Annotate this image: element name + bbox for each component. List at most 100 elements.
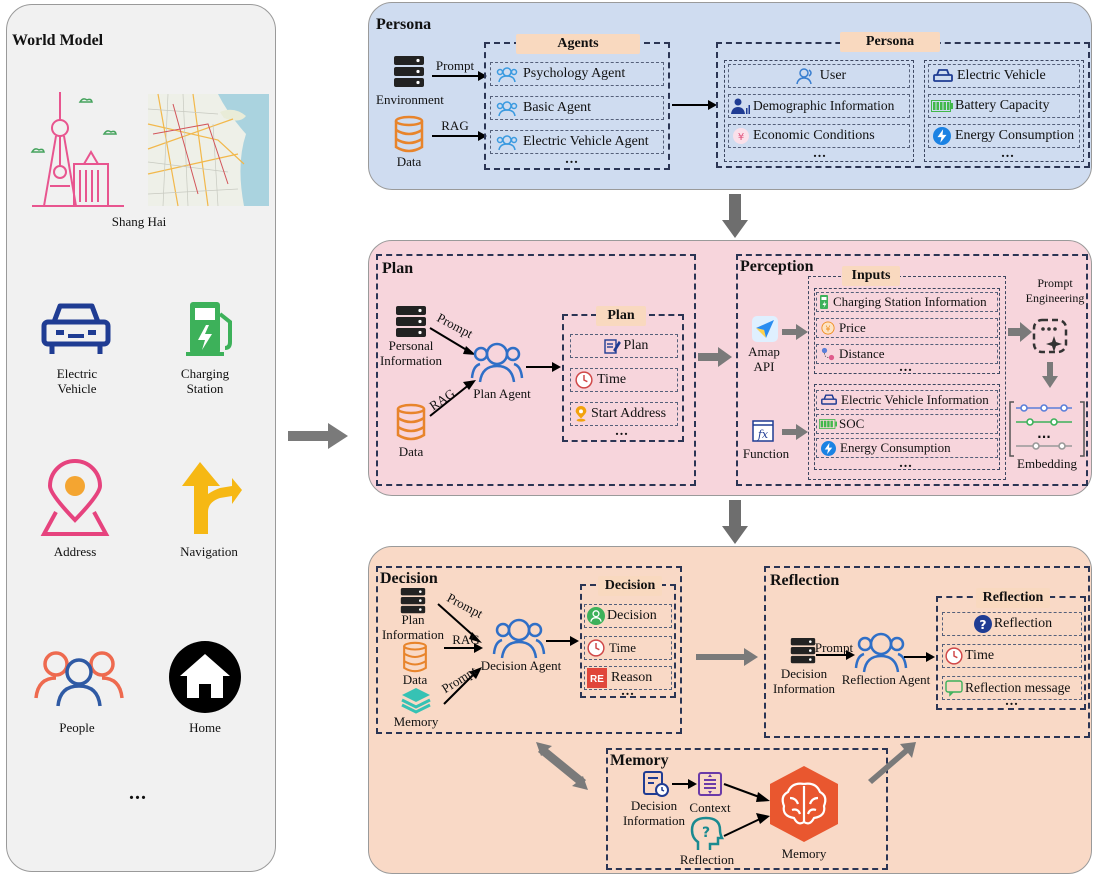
decision-agent-icon (492, 618, 546, 659)
charging-station-label: Charging Station (180, 366, 230, 396)
data-database-icon (394, 115, 424, 153)
user-box (724, 60, 914, 162)
plan-more: ... (615, 424, 629, 439)
people-label: People (59, 720, 95, 735)
svg-text:fx: fx (757, 428, 769, 441)
plan-row-address: Start Address (570, 402, 678, 426)
economic-row: ¥ Economic Conditions (728, 124, 910, 148)
amap-to-inputs-arrow (782, 324, 808, 340)
agent-icon (496, 135, 518, 151)
user-row: User (728, 64, 910, 88)
environment-label: Environment (376, 92, 444, 107)
lightning-icon (933, 127, 951, 145)
question-icon: ? (973, 615, 992, 633)
prompt-to-embedding-arrow (1042, 362, 1058, 388)
plan-item-label: Time (597, 372, 627, 387)
ev-more: ... (1001, 146, 1015, 161)
agent-row-psychology: Psychology Agent (490, 62, 664, 86)
inputs-to-prompt-engineering-arrow (1008, 322, 1032, 342)
persona-panel-title: Persona (376, 16, 432, 33)
reflection-box-title: Reflection (770, 572, 840, 589)
ev-box (924, 60, 1084, 162)
decision-rag-label: RAG (452, 632, 480, 647)
amap-label: Amap API (748, 344, 780, 374)
reflection-row-reflection: ? Reflection (942, 612, 1082, 636)
memory-reflection-label: Reflection (679, 852, 735, 867)
persona-to-plan-arrow (722, 194, 748, 238)
plan-item-label: Start Address (591, 406, 667, 421)
function-icon: fx (752, 420, 774, 442)
reflection-item-label: Time (965, 648, 995, 663)
memory-to-reflection-arrow (868, 742, 916, 784)
decision-tag: Decision (598, 576, 662, 596)
plan-info-server-icon (400, 588, 426, 614)
persona-prompt-label: Prompt (435, 58, 475, 73)
clock-icon (945, 647, 963, 665)
reflection-row-time: Time (942, 644, 1082, 668)
plan-box-title: Plan (382, 260, 414, 277)
svg-text:¥: ¥ (738, 132, 744, 143)
persona-data-label: Data (396, 154, 422, 169)
address-pin-icon (40, 459, 110, 536)
reflection-row-message: Reflection message (942, 676, 1082, 700)
amap-input-label: Price (839, 320, 866, 335)
decision-row-reason: RE Reason (584, 666, 672, 690)
plan-information-label: Plan Information (381, 612, 445, 642)
amap-inputs-more: ... (899, 360, 913, 375)
environment-server-icon (394, 56, 424, 87)
svg-text:¥: ¥ (825, 325, 830, 334)
decision-memory-label: Memory (393, 714, 439, 729)
function-input-label: Electric Vehicle Information (841, 392, 989, 407)
decision-agent-label: Decision Agent (480, 658, 562, 673)
distance-row: Distance (816, 344, 998, 364)
plan-data-database-icon (396, 403, 426, 441)
car-icon (933, 69, 953, 82)
agent-icon (496, 67, 518, 83)
decision-memory-exchange-arrows (536, 742, 588, 790)
persona-rag-label: RAG (441, 118, 469, 133)
reflection-head-icon: ? (690, 816, 725, 850)
perception-box (736, 254, 1088, 486)
plan-item-label: Plan (623, 338, 649, 353)
energy-label: Energy Consumption (955, 128, 1075, 143)
navigation-label: Navigation (180, 544, 238, 559)
agent-label: Basic Agent (523, 100, 592, 115)
memory-decision-info-icon (643, 771, 669, 797)
agent-label: Electric Vehicle Agent (523, 134, 649, 149)
decision-row-decision: Decision (584, 604, 672, 628)
function-to-inputs-arrow (782, 424, 808, 440)
user-label: User (819, 68, 847, 83)
battery-small-icon (819, 419, 837, 429)
reflection-agent-label: Reflection Agent (841, 672, 931, 687)
decision-box-title: Decision (380, 570, 438, 587)
reflection-prompt-label: Prompt (814, 640, 854, 655)
decision-item-label: Decision (607, 608, 657, 623)
ev-row: Electric Vehicle (928, 64, 1080, 88)
plan-row-time: Time (570, 368, 678, 392)
battery-row: Battery Capacity (928, 94, 1080, 118)
charging-station-icon (186, 302, 232, 356)
decision-info-server-icon (790, 638, 816, 664)
reflection-input-arrow (816, 650, 855, 660)
clock-icon (587, 639, 605, 657)
decision-item-label: Reason (611, 670, 653, 685)
address-label: Address (53, 544, 97, 559)
context-icon (698, 772, 722, 796)
embedding-label: Embedding (1017, 456, 1077, 471)
user-more: ... (813, 146, 827, 161)
prompt-engineering-label: Prompt Engineering (1025, 276, 1085, 305)
ev-label: Electric Vehicle (957, 68, 1046, 83)
yuan-icon: ¥ (733, 128, 749, 144)
reflection-item-label: Reflection message (965, 680, 1071, 695)
decision-input-arrows (437, 603, 483, 705)
embedding-icon: ... (1009, 401, 1085, 457)
price-row: ¥ Price (816, 318, 998, 338)
world-to-plan-arrow (288, 423, 348, 449)
plan-agent-label: Plan Agent (473, 386, 531, 401)
charging-info-row: Charging Station Information (816, 292, 998, 312)
distance-icon (821, 347, 835, 361)
car-small-icon (821, 394, 837, 405)
function-input-label: SOC (839, 416, 865, 431)
memory-box-title: Memory (610, 752, 669, 769)
lightning-small-icon (821, 440, 836, 456)
